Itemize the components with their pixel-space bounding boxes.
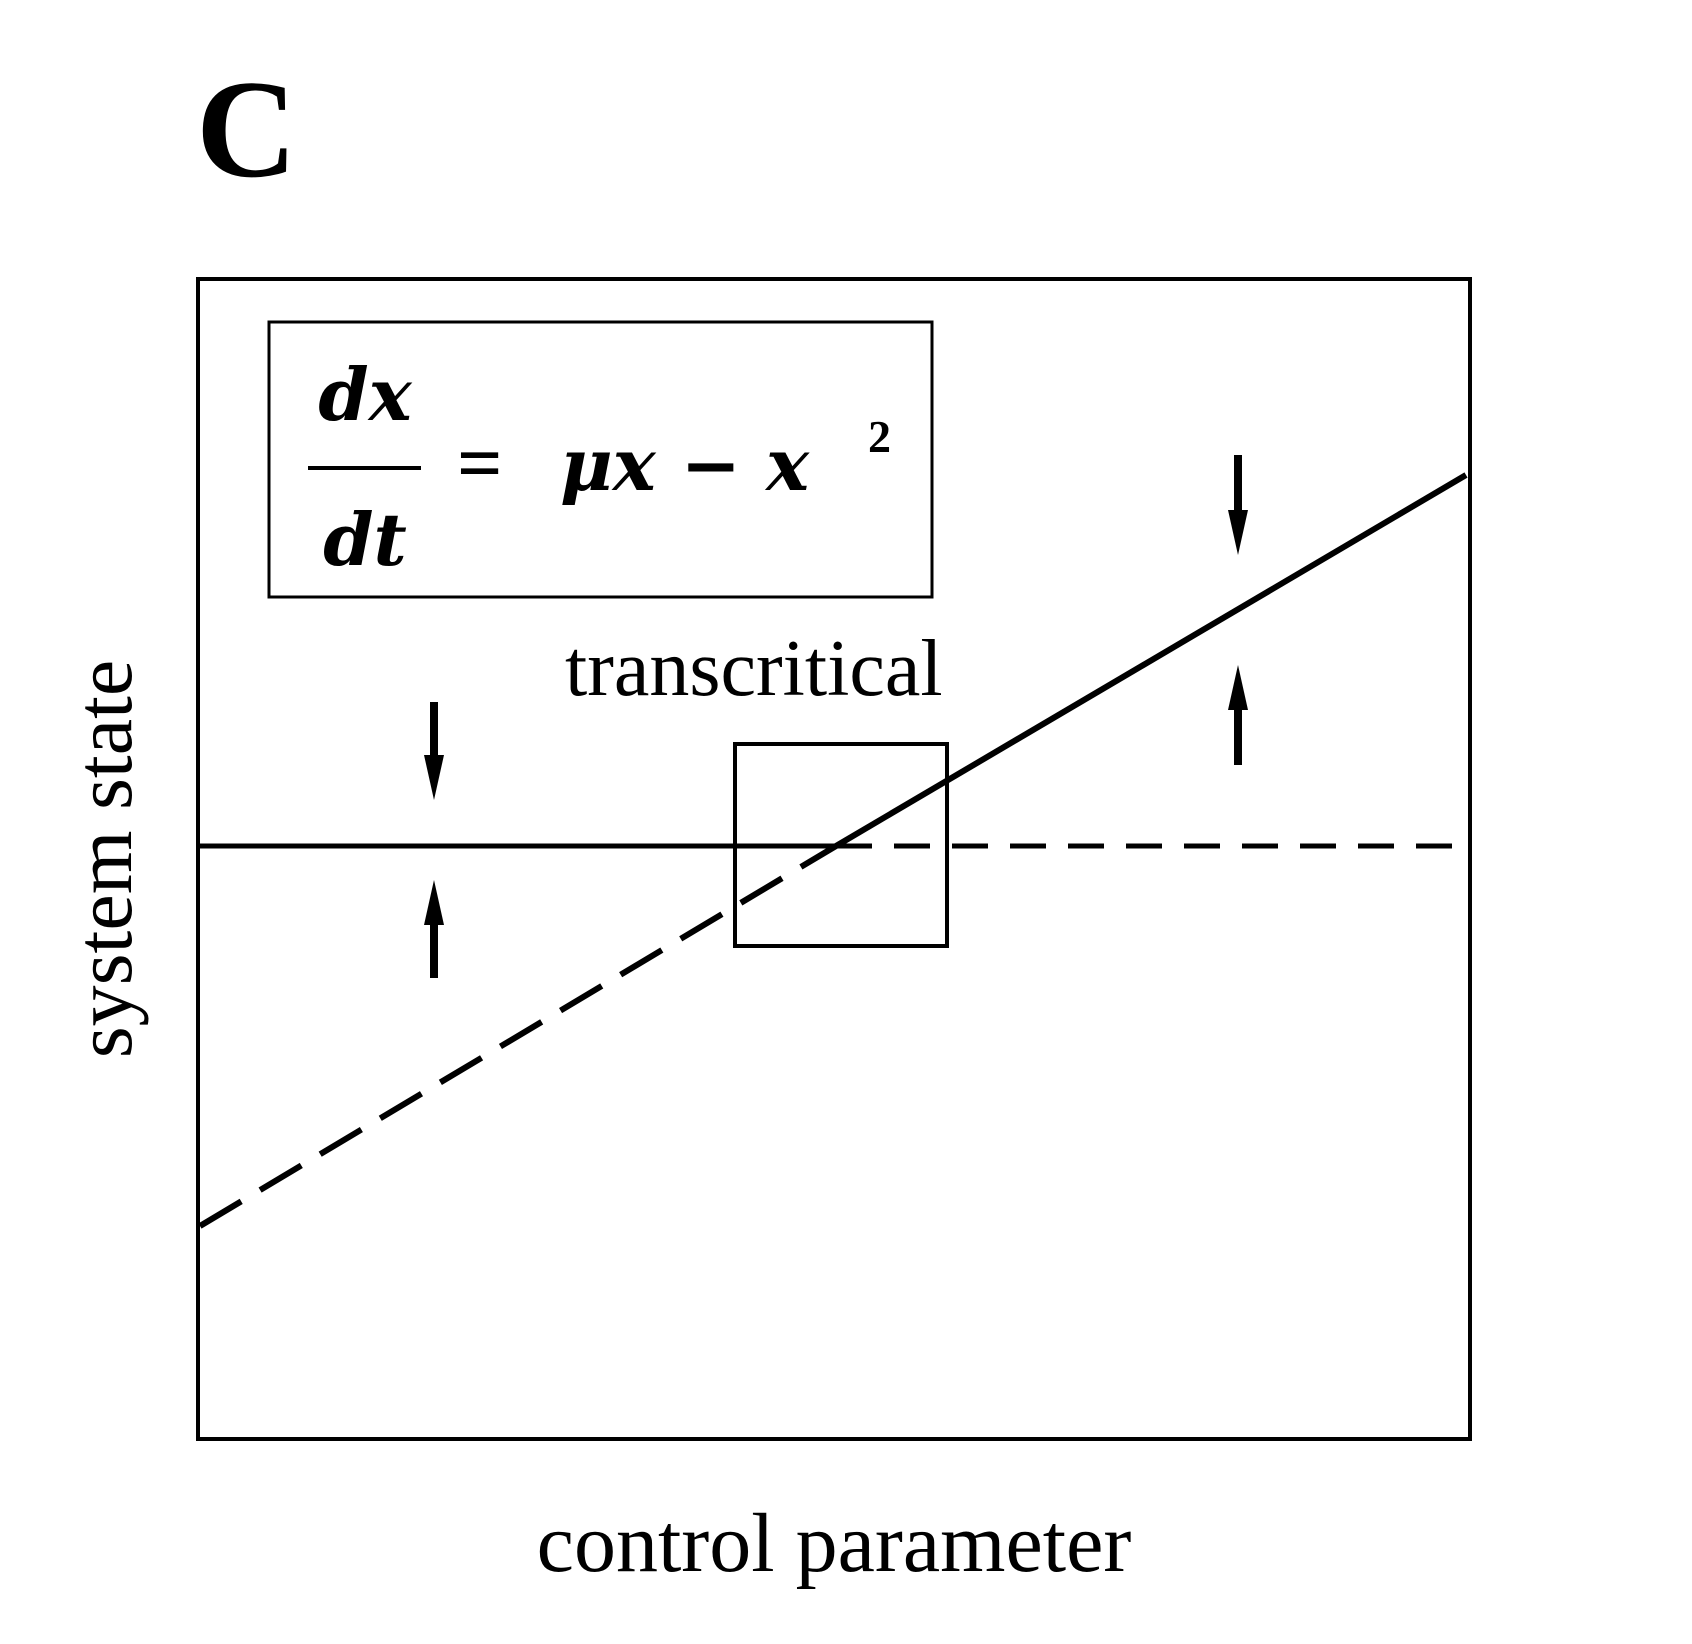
arrow-up-left — [424, 880, 444, 978]
panel-letter: C — [196, 52, 298, 207]
equation-equals: = — [457, 420, 503, 508]
equation-numerator: dx — [318, 352, 412, 437]
arrow-down-right — [1228, 455, 1248, 555]
y-axis-label: system state — [58, 660, 149, 1059]
branch-mu-unstable — [198, 843, 838, 1229]
equation-box — [267, 320, 934, 599]
branch-mu-stable — [834, 472, 1468, 849]
arrow-down-left — [424, 702, 444, 800]
x-axis-label: control parameter — [537, 1497, 1132, 1590]
equation-rhs: μx − x — [560, 422, 810, 507]
plot-frame — [196, 277, 1472, 1441]
equation-exponent: 2 — [868, 411, 891, 462]
arrow-up-right — [1228, 665, 1248, 765]
equation-denominator: dt — [323, 497, 407, 582]
transcritical-label: transcritical — [565, 625, 943, 713]
